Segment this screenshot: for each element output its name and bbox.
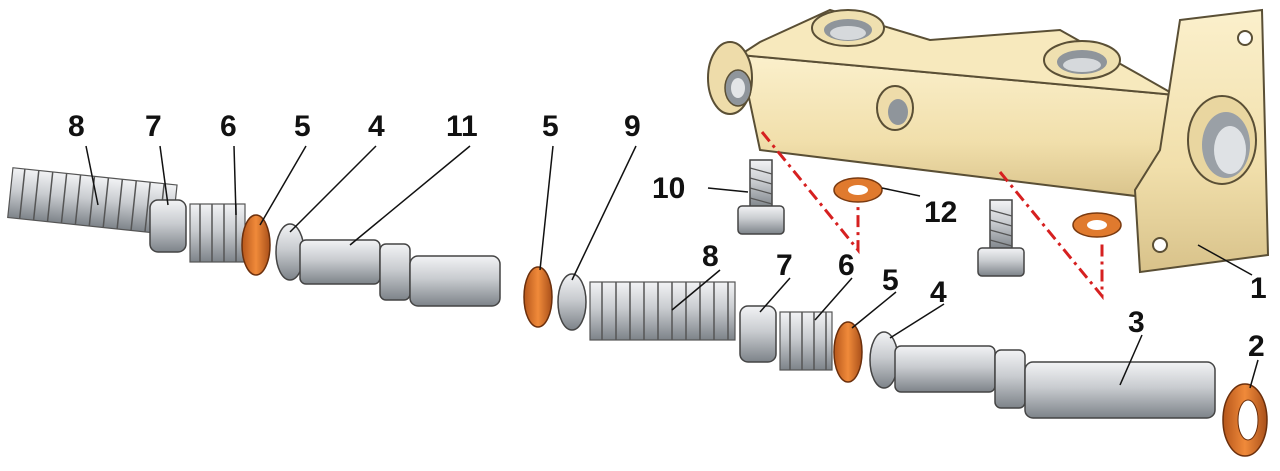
washer-lower	[1072, 212, 1122, 238]
spacer-ring-right	[869, 331, 899, 389]
seal-ring-center	[523, 266, 553, 328]
piston-secondary	[894, 345, 1216, 419]
label-11: 11	[446, 110, 478, 143]
bolt-left	[737, 159, 785, 235]
label-4-right: 4	[930, 276, 947, 309]
spacer-ring-center	[557, 273, 587, 331]
label-12: 12	[924, 196, 957, 229]
piston-assembly	[7, 167, 1268, 457]
spring-cup-center	[739, 305, 777, 363]
label-9: 9	[624, 110, 641, 143]
washer-upper	[833, 177, 883, 203]
seal-ring-right	[833, 321, 863, 383]
label-8-center: 8	[702, 240, 719, 273]
label-2: 2	[1248, 330, 1265, 363]
label-leaders	[85, 145, 1259, 389]
label-6-left: 6	[220, 110, 237, 143]
label-5-right: 5	[882, 264, 899, 297]
piston-primary	[299, 239, 501, 307]
label-7-left: 7	[145, 110, 162, 143]
spring-small-center	[779, 311, 833, 371]
label-6-center: 6	[838, 249, 855, 282]
label-5-left: 5	[294, 110, 311, 143]
spring-cup-left	[149, 199, 187, 253]
spring-small-left	[189, 203, 246, 263]
label-4-left: 4	[368, 110, 385, 143]
spring-center	[589, 281, 736, 341]
cylinder-body	[707, 8, 1270, 274]
assembly-leaders	[760, 131, 1104, 301]
seal-ring-left	[241, 214, 271, 276]
label-8-left: 8	[68, 110, 85, 143]
label-10: 10	[652, 172, 685, 205]
label-3: 3	[1128, 306, 1145, 339]
bolt-right	[977, 199, 1025, 277]
label-5-center: 5	[542, 110, 559, 143]
label-1: 1	[1250, 272, 1267, 305]
label-7-center: 7	[776, 249, 793, 282]
